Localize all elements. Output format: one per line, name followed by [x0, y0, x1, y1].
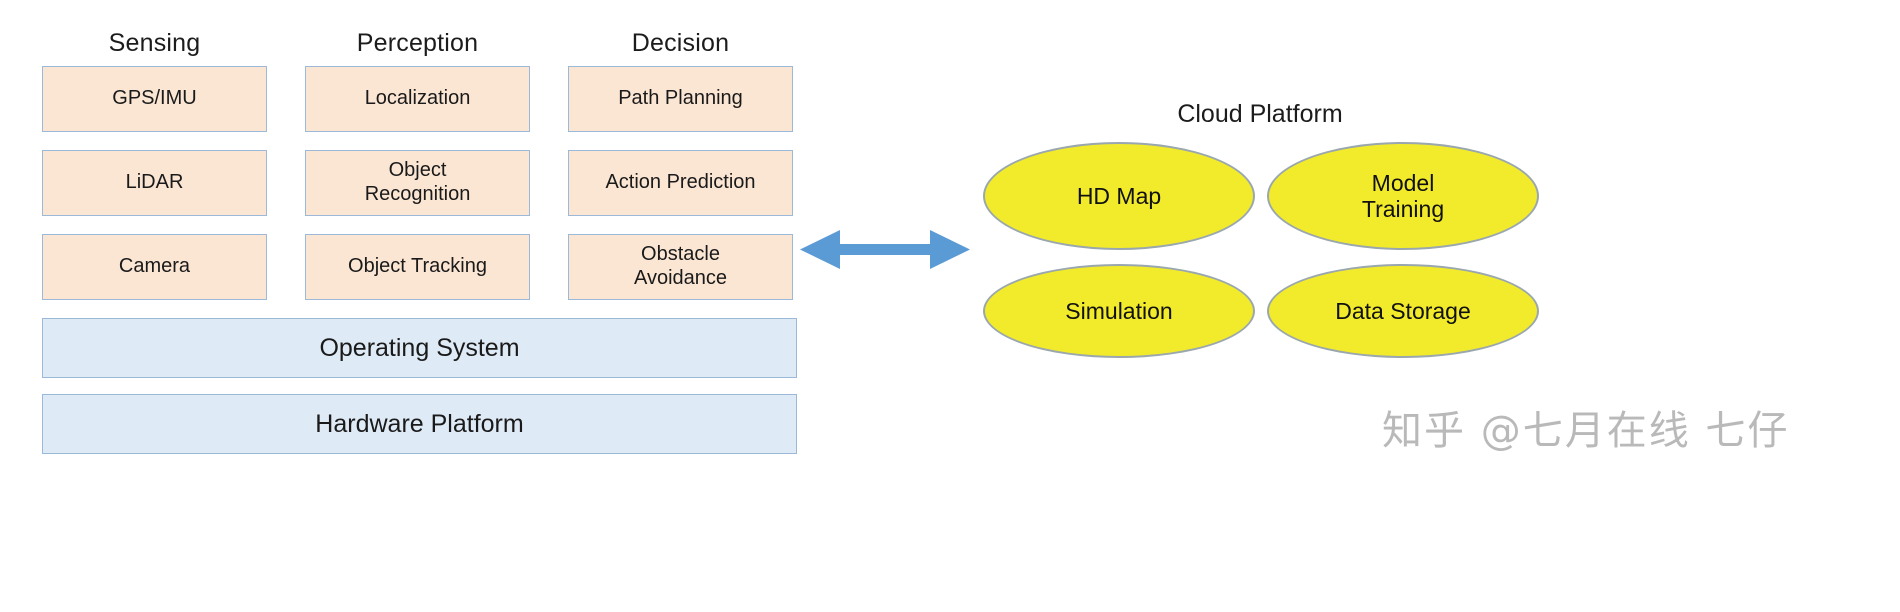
- layer-operating-system: Operating System: [42, 318, 797, 378]
- cloud-node-model-training: Model Training: [1267, 142, 1539, 250]
- module-label-line2: Avoidance: [633, 267, 728, 289]
- module-label-line2: Recognition: [364, 183, 471, 205]
- column-header-row: Sensing Perception Decision: [42, 22, 797, 64]
- module-localization: Localization: [305, 66, 530, 132]
- module-camera: Camera: [42, 234, 267, 300]
- module-label: Camera: [118, 255, 191, 278]
- cloud-platform-group: Cloud Platform HD Map Model Training Sim…: [975, 100, 1545, 360]
- module-label: Localization: [364, 87, 471, 110]
- cloud-node-simulation: Simulation: [983, 264, 1255, 358]
- cloud-node-label: Data Storage: [1335, 297, 1471, 324]
- module-object-recognition: Object Recognition: [305, 150, 530, 216]
- module-label: LiDAR: [125, 171, 184, 194]
- column-header-sensing: Sensing: [108, 29, 201, 57]
- cloud-node-data-storage: Data Storage: [1267, 264, 1539, 358]
- cloud-node-grid: HD Map Model Training Simulation Data St…: [975, 142, 1545, 358]
- layer-hardware-platform: Hardware Platform: [42, 394, 797, 454]
- module-label: Path Planning: [618, 87, 743, 110]
- cloud-node-hd-map: HD Map: [983, 142, 1255, 250]
- cloud-node-label: HD Map: [1076, 182, 1162, 209]
- module-gps-imu: GPS/IMU: [42, 66, 267, 132]
- layer-label: Hardware Platform: [315, 409, 524, 438]
- cloud-node-label-line1: Model: [1371, 169, 1435, 196]
- layer-label: Operating System: [319, 333, 520, 362]
- watermark-text: 知乎 @七月在线 七仔: [1382, 408, 1790, 454]
- module-label: Action Prediction: [605, 171, 756, 194]
- module-lidar: LiDAR: [42, 150, 267, 216]
- module-obstacle-avoidance: Obstacle Avoidance: [568, 234, 793, 300]
- module-label: Object Tracking: [348, 255, 487, 278]
- column-header-decision: Decision: [631, 29, 730, 57]
- module-path-planning: Path Planning: [568, 66, 793, 132]
- cloud-platform-title: Cloud Platform: [1177, 100, 1343, 128]
- system-architecture-group: Sensing Perception Decision GPS/IMU LiDA…: [42, 22, 797, 472]
- module-label: GPS/IMU: [112, 87, 197, 110]
- column-header-perception: Perception: [356, 29, 479, 57]
- cloud-node-label-line2: Training: [1361, 196, 1445, 222]
- bidirectional-arrow-icon: [800, 222, 970, 278]
- module-grid: GPS/IMU LiDAR Camera Localization Object…: [42, 66, 797, 300]
- module-label-line1: Object: [388, 159, 447, 182]
- module-label-line1: Obstacle: [641, 243, 720, 266]
- cloud-node-label: Simulation: [1065, 297, 1173, 324]
- module-action-prediction: Action Prediction: [568, 150, 793, 216]
- module-object-tracking: Object Tracking: [305, 234, 530, 300]
